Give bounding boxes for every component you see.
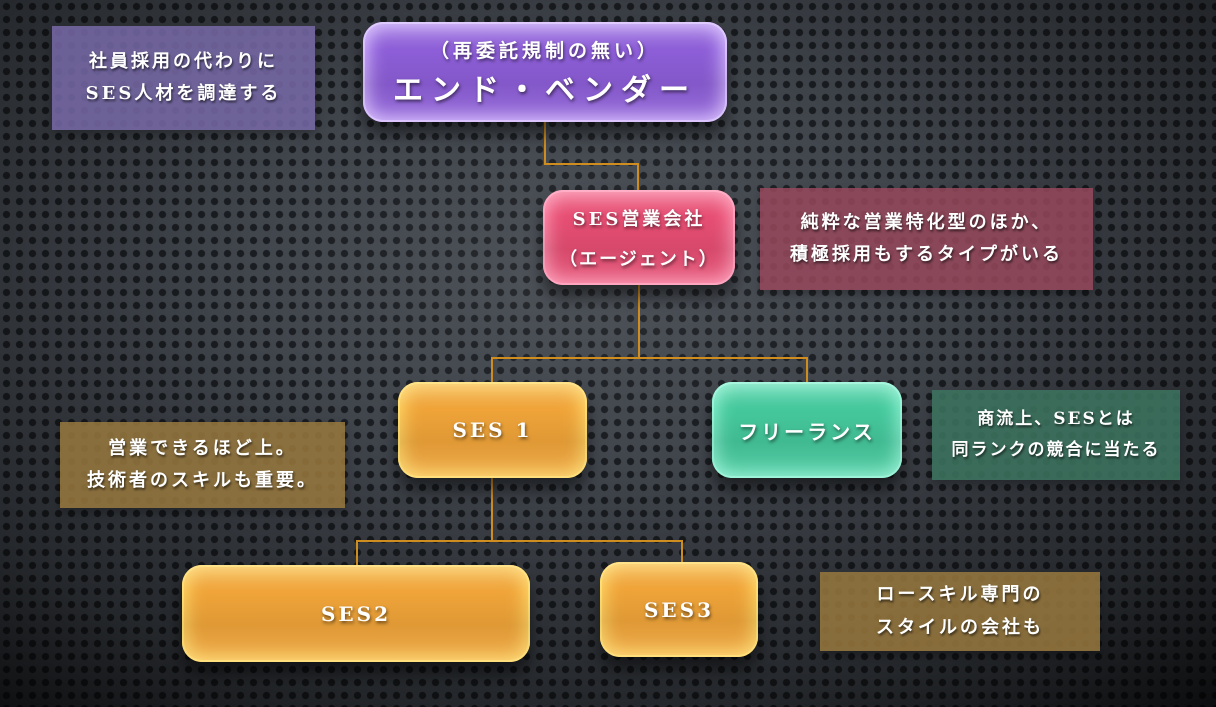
note-freelance-rank-line1: 商流上、SESとは	[977, 409, 1135, 430]
note-agent-type-line1: 純粋な営業特化型のほか、	[800, 211, 1053, 233]
node-ses2-label: SES2	[320, 601, 392, 626]
node-ses1: SES 1	[398, 382, 587, 478]
node-end-vendor-title: エンド・ベンダー	[393, 72, 697, 108]
node-ses3-label: SES3	[643, 597, 715, 622]
connector-segment	[637, 163, 639, 191]
connector-segment	[544, 163, 639, 165]
note-ses1-skill-line2: 技術者のスキルも重要。	[87, 470, 318, 491]
node-end-vendor-subtitle: （再委託規制の無い）	[429, 39, 660, 62]
node-ses-agent-line2: （エージェント）	[559, 248, 719, 270]
note-hiring-line2: SES人材を調達する	[85, 83, 282, 104]
connector-segment	[806, 357, 808, 383]
connector-segment	[544, 122, 546, 164]
connector-segment	[491, 478, 493, 541]
connector-segment	[491, 357, 808, 359]
note-low-skill: ロースキル専門の スタイルの会社も	[820, 572, 1100, 651]
note-agent-type: 純粋な営業特化型のほか、 積極採用もするタイプがいる	[760, 188, 1093, 290]
note-low-skill-line1: ロースキル専門の	[876, 584, 1044, 606]
note-freelance-rank: 商流上、SESとは 同ランクの競合に当たる	[932, 390, 1180, 480]
connector-segment	[681, 540, 683, 563]
node-ses1-label: SES 1	[452, 418, 533, 442]
node-freelance-label: フリーランス	[738, 419, 876, 444]
connector-segment	[356, 540, 358, 566]
connector-segment	[491, 357, 493, 383]
connector-segment	[638, 285, 640, 358]
node-ses2: SES2	[182, 565, 530, 662]
node-ses-agent: SES営業会社 （エージェント）	[543, 190, 735, 285]
note-low-skill-line2: スタイルの会社も	[876, 616, 1044, 638]
node-freelance: フリーランス	[712, 382, 902, 478]
note-hiring-line1: 社員採用の代わりに	[89, 50, 278, 72]
note-hiring: 社員採用の代わりに SES人材を調達する	[52, 26, 315, 130]
node-ses-agent-line1: SES営業会社	[572, 208, 706, 230]
note-agent-type-line2: 積極採用もするタイプがいる	[790, 244, 1063, 265]
note-ses1-skill-line1: 営業できるほど上。	[108, 437, 297, 459]
node-ses3: SES3	[600, 562, 758, 657]
connector-segment	[356, 540, 683, 542]
note-ses1-skill: 営業できるほど上。 技術者のスキルも重要。	[60, 422, 345, 508]
note-freelance-rank-line2: 同ランクの競合に当たる	[951, 440, 1161, 460]
node-end-vendor: （再委託規制の無い） エンド・ベンダー	[363, 22, 727, 122]
